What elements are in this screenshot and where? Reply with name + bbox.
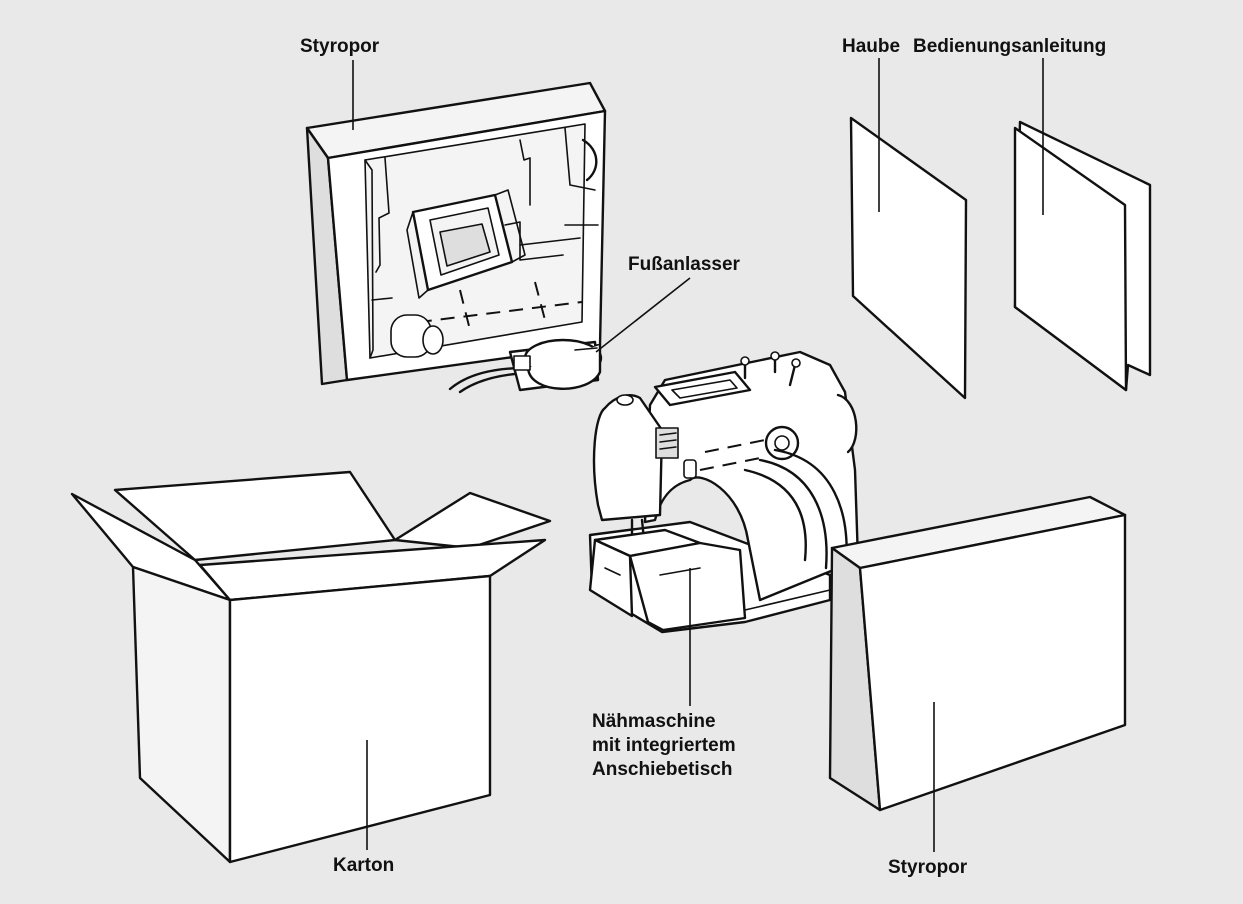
label-naehmaschine-line1: Nähmaschine — [592, 711, 716, 732]
label-naehmaschine-line3: Anschiebetisch — [592, 759, 732, 780]
haube-sheet — [849, 116, 968, 400]
label-styropor-bottom: Styropor — [888, 857, 968, 878]
fussanlasser-pedal — [448, 338, 603, 394]
leader-fussanlasser — [595, 277, 691, 353]
labels: Styropor Haube Bedienungsanleitung Fußan… — [300, 36, 1106, 878]
label-bedienungsanleitung: Bedienungsanleitung — [913, 36, 1106, 57]
naehmaschine — [588, 350, 860, 634]
bedienungsanleitung-booklet — [1013, 120, 1152, 392]
label-fussanlasser: Fußanlasser — [628, 254, 741, 275]
label-karton: Karton — [333, 855, 394, 876]
karton-box — [70, 470, 552, 864]
styropor-bottom-block — [828, 495, 1127, 812]
label-styropor-top: Styropor — [300, 36, 380, 57]
label-naehmaschine-line2: mit integriertem — [592, 735, 736, 756]
leader-lines — [352, 58, 1044, 852]
styropor-top-insert — [305, 81, 607, 386]
label-haube: Haube — [842, 36, 900, 57]
